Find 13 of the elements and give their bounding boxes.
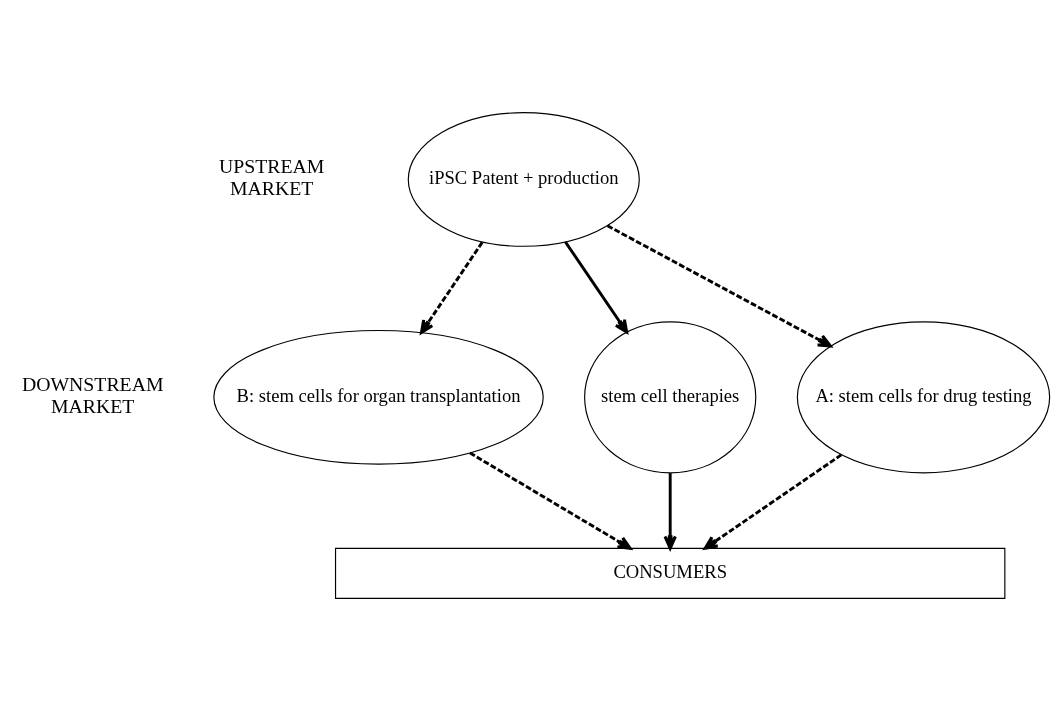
node-ellipse: A: stem cells for drug testing bbox=[796, 321, 1051, 474]
node-ellipse: iPSC Patent + production bbox=[407, 112, 640, 247]
arrow bbox=[606, 224, 832, 348]
label: DOWNSTREAM MARKET bbox=[21, 373, 164, 418]
arrow bbox=[703, 453, 843, 550]
arrow bbox=[663, 473, 677, 550]
label: UPSTREAM MARKET bbox=[218, 155, 325, 200]
node-box: CONSUMERS bbox=[334, 547, 1006, 599]
node-ellipse: B: stem cells for organ transplantation bbox=[213, 329, 544, 465]
arrow bbox=[469, 451, 632, 550]
node-ellipse: stem cell therapies bbox=[584, 321, 757, 474]
arrow bbox=[420, 241, 484, 334]
arrow bbox=[564, 241, 629, 334]
